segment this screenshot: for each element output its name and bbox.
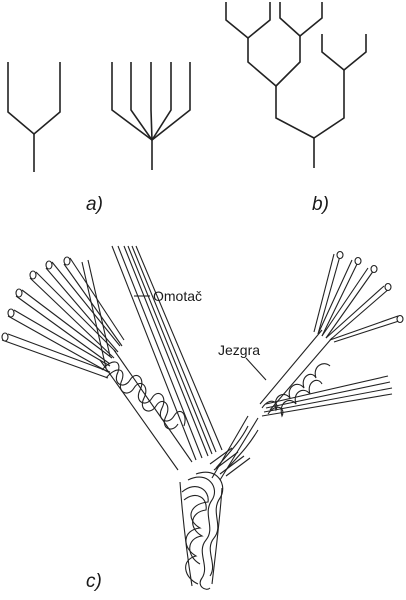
fiber-end-10	[384, 282, 392, 292]
omotac-label: Omotač	[153, 288, 202, 304]
fiber-end-9	[370, 264, 378, 274]
fiber-end-6	[63, 256, 71, 266]
jezgra-leader-line	[245, 357, 267, 381]
jezgra-label: Jezgra	[218, 342, 260, 358]
main-twisted-trunk	[179, 471, 224, 590]
panel-c-label: c)	[86, 571, 102, 592]
fiber-end-3	[15, 288, 23, 298]
core-twisted-strand	[259, 329, 333, 418]
diagram-a-branch-two	[7, 62, 61, 172]
panel-a-label: a)	[86, 194, 103, 215]
fiber-end-11	[396, 314, 404, 324]
fiber-end-1	[1, 332, 9, 342]
fiber-end-4	[29, 270, 37, 280]
sheath-bundle	[111, 245, 223, 461]
panel-b-label: b)	[312, 194, 329, 215]
fiber-end-8	[354, 256, 362, 266]
right-sheath-bundle	[209, 375, 393, 481]
left-twisted-strand	[99, 349, 193, 471]
fiber-end-5	[45, 260, 53, 270]
fiber-end-7	[336, 250, 344, 260]
fiber-end-2	[7, 308, 15, 318]
diagram-a-branch-five	[111, 62, 191, 170]
right-fiber-bundle	[313, 250, 404, 343]
diagram-b-hierarchy	[225, 2, 367, 168]
left-fiber-bundle	[1, 256, 125, 379]
